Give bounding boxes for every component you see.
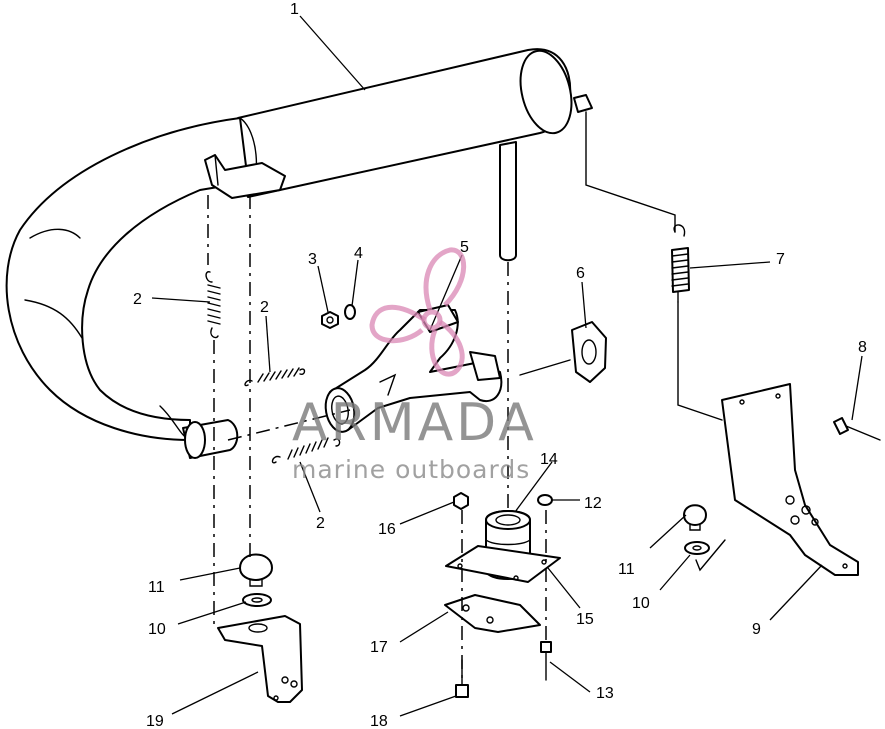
washer-4 — [344, 304, 356, 320]
callout-15: 15 — [576, 611, 594, 628]
washer-10-right — [684, 541, 710, 555]
callout-8: 8 — [858, 339, 867, 356]
bracket-17 — [444, 594, 541, 633]
callout-11: 11 — [618, 561, 635, 578]
callout-10: 10 — [632, 595, 650, 612]
mounting-plate-15 — [445, 545, 561, 583]
callout-18: 18 — [370, 713, 388, 729]
callout-14: 14 — [540, 451, 558, 468]
grommet-11-right — [683, 504, 707, 531]
gasket-6 — [571, 321, 607, 383]
callout-2: 2 — [316, 515, 325, 532]
callout-labels: 1 2 2 2 3 4 5 6 7 8 9 10 10 11 11 12 13 … — [133, 1, 867, 729]
propeller-logo-icon — [369, 247, 467, 377]
watermark-brand: ARMADA — [292, 393, 537, 453]
callout-17: 17 — [370, 639, 388, 656]
callout-2: 2 — [260, 299, 269, 316]
grommet-11-left — [239, 553, 273, 587]
callout-19: 19 — [146, 713, 164, 729]
callout-6: 6 — [576, 265, 585, 282]
bolt-13 — [540, 641, 552, 681]
bolt-8 — [833, 417, 881, 441]
washer-10-left — [242, 593, 272, 607]
watermark-tagline: marine outboards — [292, 455, 530, 484]
callout-3: 3 — [308, 251, 317, 268]
callout-5: 5 — [460, 239, 469, 256]
muffler-assembly — [5, 48, 593, 459]
callout-2: 2 — [133, 291, 142, 308]
mounting-bracket-9 — [721, 383, 859, 576]
nut-3 — [321, 311, 339, 329]
assembly-center-lines — [207, 111, 726, 685]
mounting-bracket-19 — [217, 615, 303, 703]
callout-10: 10 — [148, 621, 166, 638]
callout-16: 16 — [378, 521, 396, 538]
callout-4: 4 — [354, 245, 363, 262]
spring-2-vertical — [205, 271, 221, 339]
callout-12: 12 — [584, 495, 602, 512]
callout-9: 9 — [752, 621, 761, 638]
nut-16 — [453, 492, 469, 510]
callout-11: 11 — [148, 579, 165, 596]
spring-2-lower — [271, 437, 341, 464]
callout-7: 7 — [776, 251, 785, 268]
leader-lines — [151, 15, 863, 717]
armada-watermark: ARMADA marine outboards — [292, 247, 537, 484]
callout-1: 1 — [290, 1, 299, 18]
spring-2-middle — [244, 367, 306, 387]
bolt-18 — [455, 659, 469, 698]
callout-13: 13 — [596, 685, 614, 702]
washer-12 — [537, 494, 553, 506]
spring-7 — [671, 224, 690, 303]
